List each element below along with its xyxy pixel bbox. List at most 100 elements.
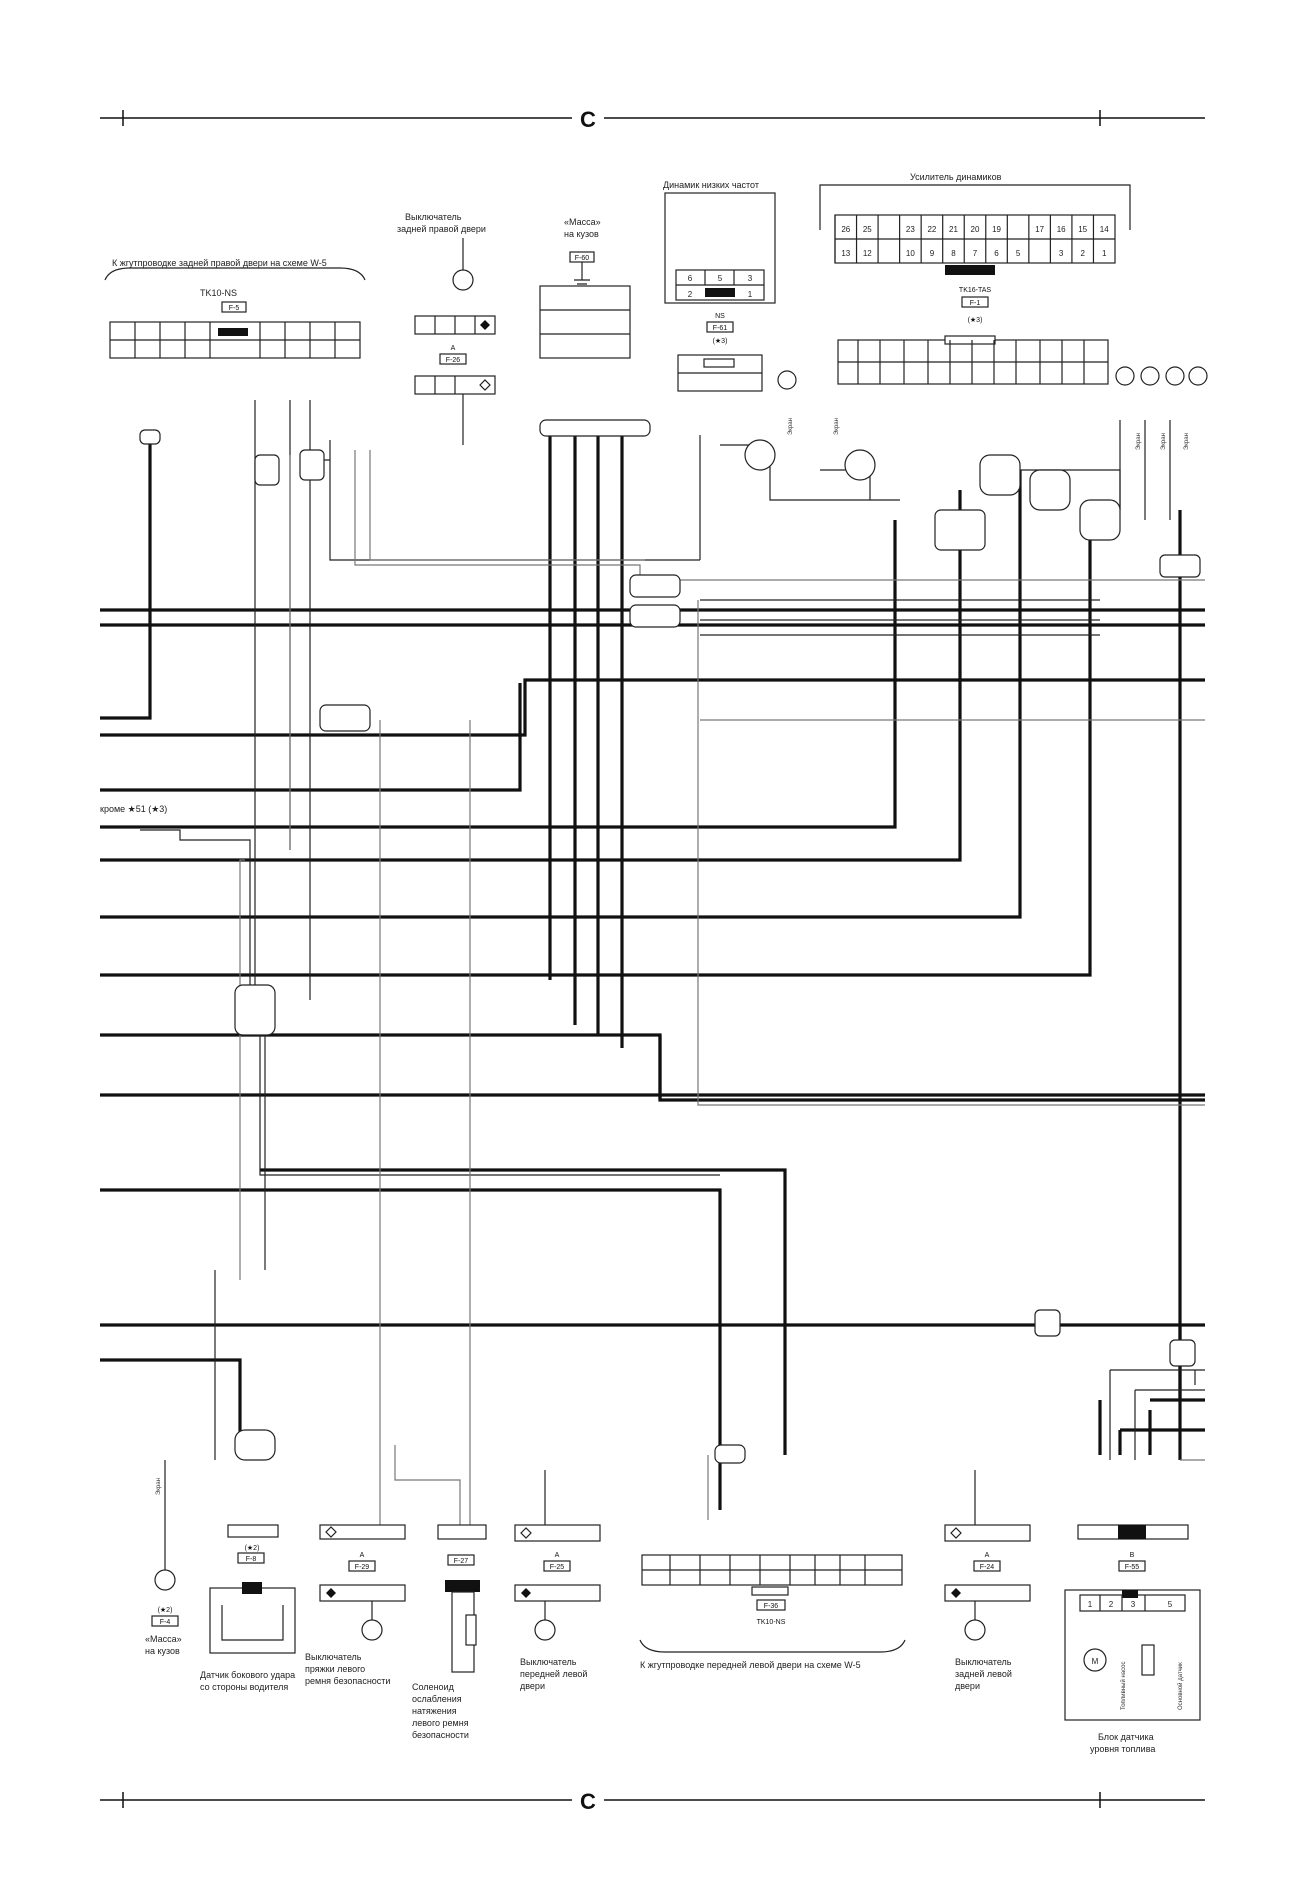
section-marker-bottom: C (100, 1786, 1205, 1814)
solenoid-code: F-27 (454, 1558, 469, 1565)
top-left-connector-code: F-5 (229, 305, 240, 312)
fuel-gauge-resistor-icon (1141, 1644, 1155, 1676)
amp-pin-top: 17 (1035, 225, 1044, 234)
fuel-gauge-label: Основной датчик (1177, 1662, 1184, 1710)
amp-pin-bottom: 3 (1059, 249, 1064, 258)
driver-side-impact-sensor: Экран (★2) F-4 «Масса» на кузов (★2) F-8… (145, 1460, 296, 1692)
fuel-sender-title-2: уровня топлива (1090, 1744, 1155, 1754)
amplifier-title: Усилитель динамиков (910, 172, 1002, 182)
front-left-door-switch: A F-25 Выключатель передней левой двери (514, 1470, 601, 1691)
amp-pin-top: 21 (949, 225, 958, 234)
buckle-code: F-29 (355, 1564, 370, 1571)
switch-symbol-icon (452, 269, 474, 291)
fuel-connector-code: F-55 (1125, 1564, 1140, 1571)
section-letter-bottom: C (580, 1789, 596, 1814)
ground-top-label-2: на кузов (564, 229, 599, 239)
fl-door-letter: A (555, 1552, 560, 1559)
amp-pin-bottom: 12 (863, 249, 872, 258)
screen-label-2: Экран (834, 418, 840, 435)
buckle-switch-icon (361, 1619, 383, 1641)
sensor-body (209, 1587, 296, 1654)
amplifier-note: (★3) (968, 316, 983, 324)
woofer-pin-2: 2 (688, 290, 693, 299)
fuel-pin-3: 3 (1131, 1600, 1136, 1609)
rl-door-code: F-24 (980, 1564, 995, 1571)
fuel-pump-motor-icon (1083, 1648, 1107, 1672)
rl-door-letter: A (985, 1552, 990, 1559)
woofer-title: Динамик низких частот (663, 180, 759, 190)
left-note: кроме ★51 (★3) (100, 804, 167, 814)
amp-pin-top: 26 (841, 225, 850, 234)
woofer-pin-3: 3 (748, 274, 753, 283)
sensor-ground-icon (154, 1569, 176, 1591)
woofer-pin-5: 5 (718, 274, 723, 283)
left-buckle-switch: A F-29 Выключатель пряжки левого ремня б… (305, 1524, 406, 1686)
rl-door-label-3: двери (955, 1681, 980, 1691)
top-left-connector-name: TK10-NS (200, 288, 237, 298)
rear-right-harness-note: К жгутпроводке задней правой двери на сх… (112, 258, 327, 268)
ground-top-label-1: «Масса» (564, 217, 601, 227)
amp-pin-bottom: 1 (1102, 249, 1107, 258)
svg-text:M: M (1092, 1657, 1099, 1666)
screen-label-1: Экран (788, 418, 794, 435)
fl-door-label-3: двери (520, 1681, 545, 1691)
woofer-note: (★3) (713, 337, 728, 345)
screen-label-5: Экран (1184, 433, 1190, 450)
fl-door-code: F-25 (550, 1564, 565, 1571)
amp-pin-top: 14 (1100, 225, 1109, 234)
fuel-pump-label: Топливный насос (1120, 1661, 1127, 1710)
amp-pin-bottom: 9 (930, 249, 935, 258)
section-letter-top: C (580, 107, 596, 132)
rl-door-switch-icon (964, 1619, 986, 1641)
woofer-pin-6: 6 (688, 274, 693, 283)
amp-ground-icon-4 (1188, 366, 1208, 386)
ground-top-code: F-60 (575, 255, 590, 262)
bottom-connector-code: F-36 (764, 1603, 779, 1610)
rear-right-door-switch: Выключатель задней правой двери A F-26 (397, 212, 496, 445)
sensor-ground-label-2: на кузов (145, 1646, 180, 1656)
amp-ground-icon-3 (1165, 366, 1185, 386)
screen-label-4: Экран (1161, 433, 1167, 450)
amp-pin-top: 23 (906, 225, 915, 234)
wire-runs (100, 400, 1205, 1525)
fuel-connector-letter: B (1130, 1552, 1135, 1559)
amp-pin-bottom: 2 (1080, 249, 1085, 258)
rl-door-label-2: задней левой (955, 1669, 1012, 1679)
amp-pin-bottom: 13 (841, 249, 850, 258)
amp-pin-top: 20 (971, 225, 980, 234)
front-left-door-harness-connector: F-36 TK10-NS К жгутпроводке передней лев… (639, 1554, 906, 1670)
fuel-pin-5: 5 (1168, 1600, 1173, 1609)
buckle-label-2: пряжки левого (305, 1664, 365, 1674)
sensor-label-1: Датчик бокового удара (200, 1670, 295, 1680)
splice-markers (139, 419, 1201, 1464)
amp-pin-top: 16 (1057, 225, 1066, 234)
rl-door-label-1: Выключатель (955, 1657, 1012, 1667)
woofer-connector-code: F-61 (713, 325, 728, 332)
sensor-label-2: со стороны водителя (200, 1682, 288, 1692)
amp-ground-icon-1 (1115, 366, 1135, 386)
amp-pin-top: 22 (927, 225, 936, 234)
woofer-connector-name: NS (715, 313, 725, 320)
fl-door-switch-icon (534, 1619, 556, 1641)
solenoid-label-1: Соленоид (412, 1682, 455, 1692)
buckle-label-3: ремня безопасности (305, 1676, 390, 1686)
woofer: Динамик низких частот 6 5 3 2 1 NS F-61 … (663, 180, 797, 392)
amp-ground-icon-2 (1140, 366, 1160, 386)
pretensioner-solenoid: F-27 Соленоид ослабления натяжения левог… (412, 1524, 487, 1740)
front-left-harness-note: К жгутпроводке передней левой двери на с… (640, 1660, 861, 1670)
amp-pin-top: 19 (992, 225, 1001, 234)
sensor-screen-label: Экран (156, 1478, 162, 1495)
amp-pin-bottom: 10 (906, 249, 915, 258)
sensor-ground-note: (★2) (158, 1606, 173, 1614)
fl-door-label-2: передней левой (520, 1669, 587, 1679)
amp-pin-top: 15 (1078, 225, 1087, 234)
amp-pin-bottom: 5 (1016, 249, 1021, 258)
buckle-letter: A (360, 1552, 365, 1559)
amplifier-connector-name: TK16-TAS (959, 287, 991, 294)
rr-door-switch-code: F-26 (446, 357, 461, 364)
fuel-level-sender: B F-55 1 2 3 5 M Топливный насос Основно… (1064, 1524, 1201, 1754)
rr-door-switch-letter: A (451, 345, 456, 352)
ground-splice-block (539, 285, 631, 359)
buckle-label-1: Выключатель (305, 1652, 362, 1662)
